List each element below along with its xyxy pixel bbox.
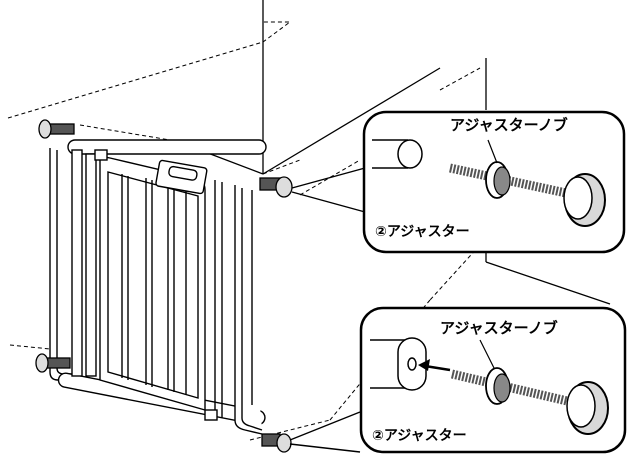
adjuster-screw-bottom bbox=[450, 367, 609, 435]
tube-end-bottom bbox=[370, 337, 427, 391]
knob-leader-bottom bbox=[479, 339, 495, 369]
callout-top: アジャスターノブ ②アジャスター bbox=[362, 110, 626, 254]
gate-adjusters bbox=[35, 119, 293, 453]
adjuster-knob-label: アジャスターノブ bbox=[450, 116, 568, 134]
adjuster-screw-top bbox=[449, 161, 606, 227]
tube-end-top bbox=[372, 139, 423, 169]
adjuster-knob-label: アジャスターノブ bbox=[440, 319, 558, 337]
adjuster-part-label: ②アジャスター bbox=[372, 428, 467, 444]
callout-bottom: アジャスターノブ ②アジャスター bbox=[359, 306, 627, 454]
gate-frame bbox=[49, 139, 267, 435]
adjuster-part-label: ②アジャスター bbox=[375, 224, 470, 240]
callout-pointers bbox=[289, 167, 366, 453]
knob-leader-top bbox=[487, 139, 498, 164]
insert-arrow bbox=[418, 359, 451, 372]
